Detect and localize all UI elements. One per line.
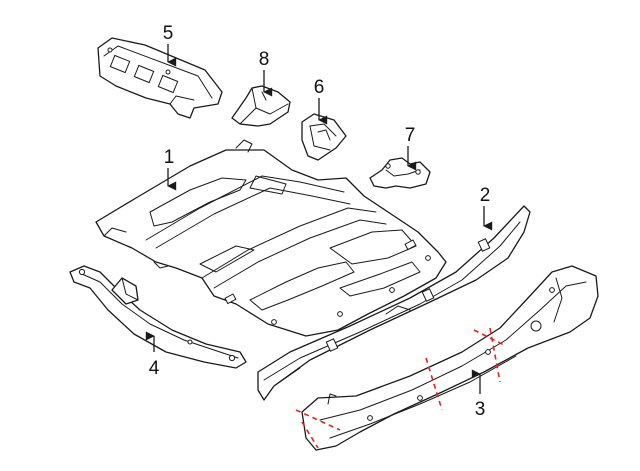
part-8-mount bbox=[231, 85, 291, 127]
callout-2: 2 bbox=[480, 185, 491, 206]
part-1-floor-pan bbox=[95, 139, 447, 337]
callout-7: 7 bbox=[405, 125, 416, 146]
callout-8: 8 bbox=[259, 49, 270, 70]
callout-labels: 5 8 6 7 1 2 3 4 bbox=[149, 23, 491, 420]
part-4-crossmember bbox=[69, 265, 247, 369]
part-5-seat-support bbox=[97, 37, 223, 119]
part-7-bracket bbox=[369, 157, 431, 189]
callout-6: 6 bbox=[314, 77, 325, 98]
cut-line-front bbox=[295, 409, 341, 431]
cut-line-middle bbox=[425, 357, 443, 411]
callout-leaders bbox=[145, 44, 493, 394]
callout-4: 4 bbox=[149, 358, 160, 379]
callout-1: 1 bbox=[164, 147, 175, 168]
part-3-rocker-panel bbox=[295, 265, 599, 451]
callout-5: 5 bbox=[163, 23, 174, 44]
cut-line-rear bbox=[489, 327, 501, 383]
part-6-mount bbox=[301, 113, 347, 161]
part-2-rocker-reinforcement bbox=[257, 205, 531, 401]
callout-3: 3 bbox=[475, 399, 486, 420]
cut-line-rear-upper bbox=[473, 329, 507, 347]
